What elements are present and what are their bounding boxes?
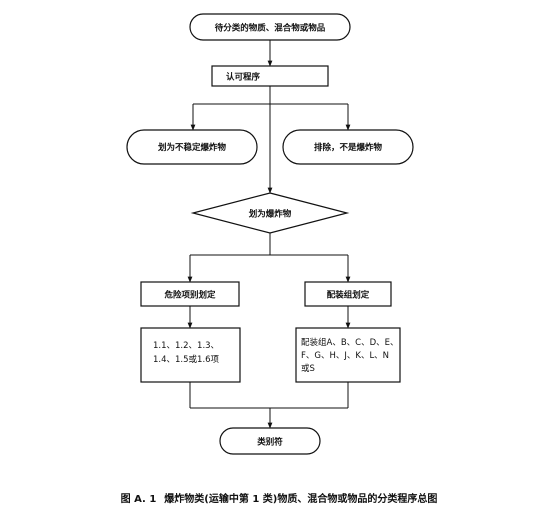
start-node-label: 待分类的物质、混合物或物品 [214, 23, 326, 34]
decision-node-label: 划为爆炸物 [249, 209, 292, 220]
compat-node: 配装组划定 [304, 281, 392, 307]
start-node: 待分类的物质、混合物或物品 [189, 13, 351, 41]
division-node: 危险项别划定 [140, 281, 240, 307]
approval-node-label: 认可程序 [226, 72, 261, 83]
compat-list-line: 或S [301, 363, 315, 374]
figure-title: 爆炸物类(运输中第 1 类)物质、混合物或物品的分类程序总图 [164, 494, 438, 505]
decision-node: 划为爆炸物 [190, 192, 350, 234]
end-node-label: 类别符 [257, 437, 283, 448]
compat-node-label: 配装组划定 [327, 290, 370, 301]
excluded-node-label: 排除，不是爆炸物 [314, 142, 383, 153]
excluded-node: 排除，不是爆炸物 [282, 129, 414, 165]
unstable-node-label: 划为不稳定爆炸物 [158, 142, 227, 153]
compat-list-box: 配装组A、B、C、D、E、 F、G、H、J、K、L、N 或S [295, 327, 401, 383]
division-list-box: 1.1、1.2、1.3、 1.4、1.5或1.6项 [140, 327, 241, 383]
compat-list-line: F、G、H、J、K、L、N [301, 351, 389, 361]
division-list-line: 1.1、1.2、1.3、 [153, 341, 219, 351]
compat-list-line: 配装组A、B、C、D、E、 [301, 337, 399, 348]
approval-node: 认可程序 [211, 65, 329, 87]
division-node-label: 危险项别划定 [163, 290, 216, 301]
unstable-node: 划为不稳定爆炸物 [126, 129, 258, 165]
division-list-line: 1.4、1.5或1.6项 [153, 354, 220, 365]
figure-number: 图 A. 1 [120, 494, 157, 505]
connectors [187, 40, 351, 429]
end-node: 类别符 [219, 427, 321, 455]
figure-caption: 图 A. 1 爆炸物类(运输中第 1 类)物质、混合物或物品的分类程序总图 [0, 490, 558, 505]
